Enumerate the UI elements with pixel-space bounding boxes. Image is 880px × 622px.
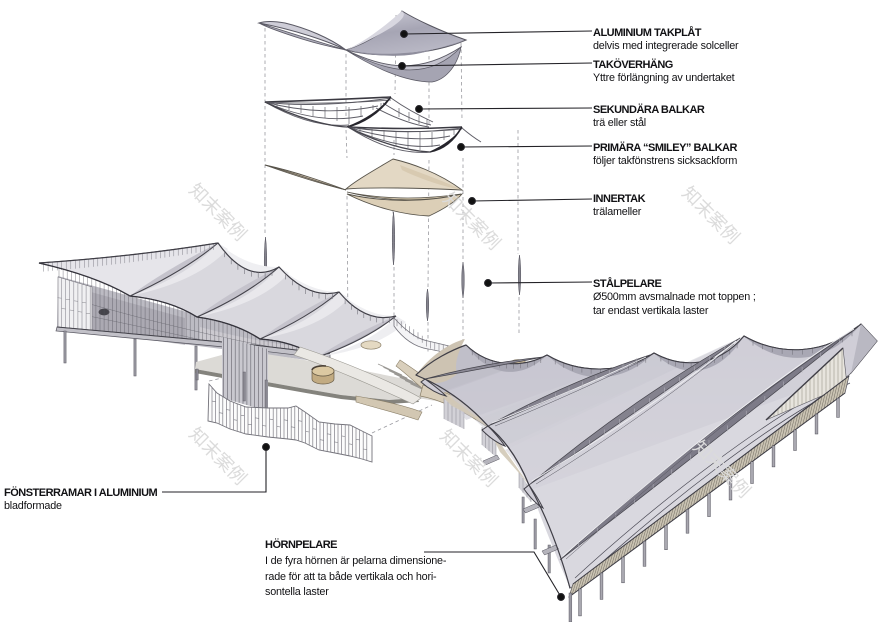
svg-text:知末案例: 知末案例 (185, 424, 250, 489)
svg-text:知末案例: 知末案例 (678, 183, 743, 248)
svg-text:知末案例: 知末案例 (185, 180, 250, 245)
